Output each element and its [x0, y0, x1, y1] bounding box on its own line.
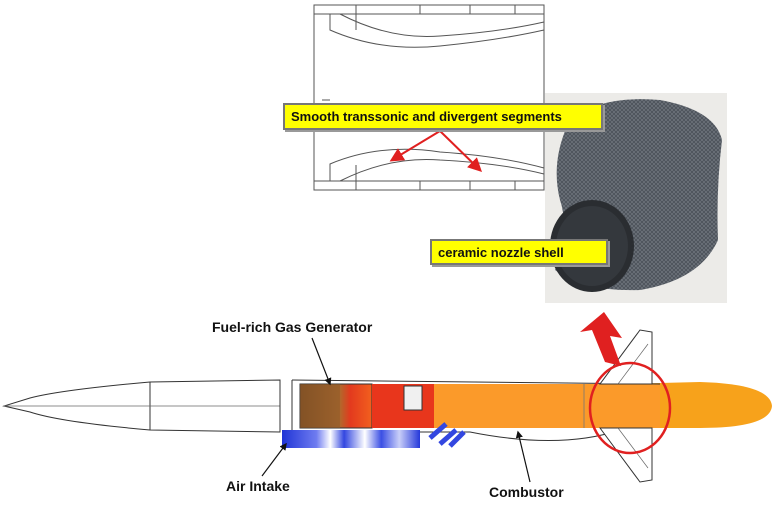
- combustor-label: Combustor: [489, 484, 564, 500]
- shell-callout: ceramic nozzle shell: [430, 239, 608, 265]
- nozzle-section-drawing: [313, 4, 545, 191]
- leader-lines: [261, 337, 531, 483]
- gas-generator-label: Fuel-rich Gas Generator: [212, 319, 373, 335]
- air-intake-label: Air Intake: [226, 478, 290, 494]
- rocket-body: [2, 312, 772, 483]
- segments-callout: Smooth transsonic and divergent segments: [283, 103, 603, 130]
- segment-arrows: [389, 130, 483, 172]
